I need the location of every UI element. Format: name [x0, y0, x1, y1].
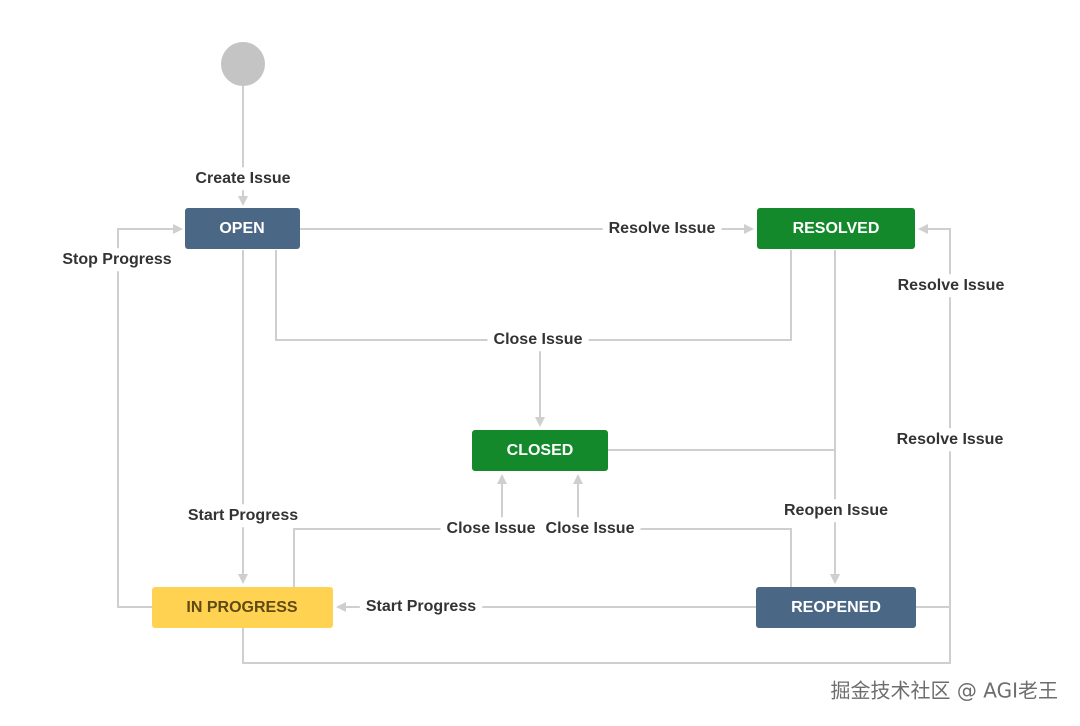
edge-inprogress-resolve: [242, 607, 951, 664]
start-node: [221, 42, 265, 86]
edge-inprogress-close: [293, 474, 507, 587]
status-open-label: OPEN: [219, 220, 264, 237]
status-reopened-label: REOPENED: [791, 599, 881, 616]
edge-label-background: [359, 595, 483, 619]
edge-label-background: [487, 328, 589, 352]
status-closed-label: CLOSED: [507, 442, 574, 459]
edge-label-background: [890, 428, 1010, 452]
edge-label-background: [602, 217, 722, 241]
edge-label-background: [56, 248, 178, 272]
label-close-issue-top: Close Issue: [494, 331, 583, 348]
edge-reopened-resolve: [916, 224, 951, 608]
status-reopened[interactable]: REOPENED: [756, 587, 916, 628]
edge-label-background: [189, 167, 297, 191]
edge-label-background: [539, 517, 641, 541]
status-open[interactable]: OPEN: [185, 208, 300, 249]
status-resolved-box: [757, 208, 915, 249]
status-open-box: [185, 208, 300, 249]
edge-labels: Create Issue Resolve Issue Close Issue S…: [56, 167, 1011, 619]
status-closed[interactable]: CLOSED: [472, 430, 608, 471]
label-resolve-issue-upper: Resolve Issue: [898, 277, 1005, 294]
watermark-text: 掘金技术社区 @ AGI老王: [831, 679, 1058, 703]
status-in-progress-box: [152, 587, 333, 628]
label-start-progress-reopened: Start Progress: [366, 598, 476, 615]
label-resolve-issue-open: Resolve Issue: [609, 220, 716, 237]
label-close-issue-right: Close Issue: [546, 520, 635, 537]
edge-resolved-close-branch: [540, 250, 792, 341]
edge-label-background: [181, 504, 305, 528]
edge-label-background: [891, 274, 1011, 298]
label-stop-progress: Stop Progress: [62, 251, 171, 268]
edge-label-background: [440, 517, 542, 541]
edge-stop-progress: [117, 224, 183, 608]
label-reopen-issue: Reopen Issue: [784, 502, 888, 519]
status-in-progress-label: IN PROGRESS: [186, 599, 297, 616]
status-in-progress[interactable]: IN PROGRESS: [152, 587, 333, 628]
edge-reopened-close: [573, 474, 792, 587]
status-reopened-box: [756, 587, 916, 628]
label-create-issue: Create Issue: [195, 170, 290, 187]
label-resolve-issue-lower: Resolve Issue: [897, 431, 1004, 448]
edges: [117, 86, 951, 664]
edge-label-background: [777, 499, 895, 523]
label-start-progress-open: Start Progress: [188, 507, 298, 524]
status-resolved[interactable]: RESOLVED: [757, 208, 915, 249]
status-resolved-label: RESOLVED: [793, 220, 880, 237]
label-close-issue-left: Close Issue: [447, 520, 536, 537]
edge-open-close-branch: [275, 250, 540, 341]
status-closed-box: [472, 430, 608, 471]
